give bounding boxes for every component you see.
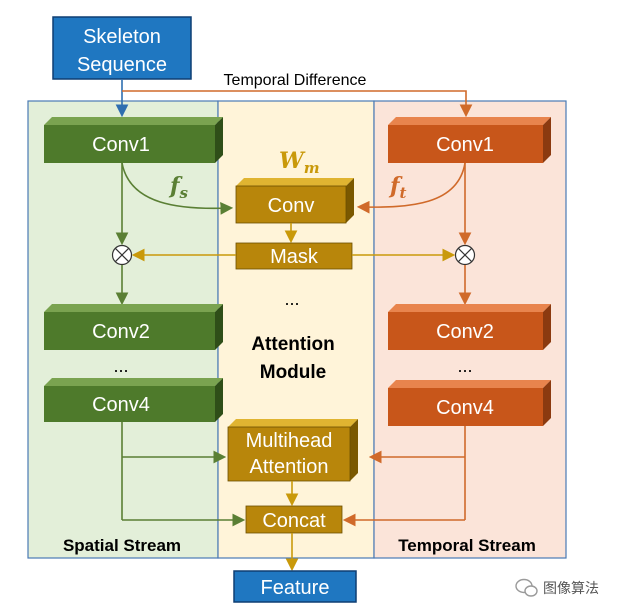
spatial-feature-label: fs [168,173,188,202]
temporal-conv4-block: Conv4 [388,380,551,426]
feature-box [233,570,357,603]
multihead-attention-block: Multihead Attention [227,419,358,482]
spatial-to-attention-conv-arrow [121,162,234,215]
spatial-stream-label: Spatial Stream [63,536,181,555]
temporal-conv2-block: Conv2 [388,304,551,350]
skeleton-sequence-box [52,16,192,80]
svg-text:Conv2: Conv2 [92,321,150,343]
attention-conv-block: Conv [235,178,354,224]
spatial-conv4-block: Conv4 [44,378,223,422]
svg-text:Concat: Concat [262,510,326,532]
concat-block: Concat [245,505,343,534]
skeleton-sequence-line2: Sequence [77,54,167,76]
mask-block: Mask [235,242,353,270]
spatial-conv2-block: Conv2 [44,304,223,350]
watermark-text: 图像算法 [543,580,599,596]
temporal-feature-label: ft [388,173,406,202]
attention-weight-label: Wm [279,148,320,177]
svg-text:Conv4: Conv4 [92,394,150,416]
temporal-multiply-icon [454,244,476,266]
svg-text:Conv: Conv [268,195,315,217]
svg-text:Conv1: Conv1 [436,134,494,156]
temporal-difference-arrow [122,90,473,118]
temporal-conv1-block: Conv1 [388,117,551,163]
feature-label: Feature [261,577,330,599]
svg-text:Multihead: Multihead [246,430,333,452]
temporal-ellipsis: ... [457,356,472,376]
wechat-logo-icon [515,578,538,597]
svg-text:Mask: Mask [270,246,319,268]
attention-module-panel [217,100,375,559]
temporal-stream-label: Temporal Stream [398,536,536,555]
spatial-multiply-icon [111,244,133,266]
skeleton-sequence-line1: Skeleton [83,26,161,48]
svg-text:Conv2: Conv2 [436,321,494,343]
temporal-to-attention-conv-arrow [356,162,466,214]
attention-module-label-line2: Module [260,362,327,383]
svg-text:Conv4: Conv4 [436,397,494,419]
spatial-conv1-block: Conv1 [44,117,223,163]
attention-ellipsis: ... [284,289,299,309]
svg-text:Conv1: Conv1 [92,134,150,156]
attention-module-label-line1: Attention [251,334,334,355]
spatial-ellipsis: ... [113,356,128,376]
svg-text:Attention: Attention [250,456,329,478]
temporal-difference-label: Temporal Difference [224,72,367,89]
